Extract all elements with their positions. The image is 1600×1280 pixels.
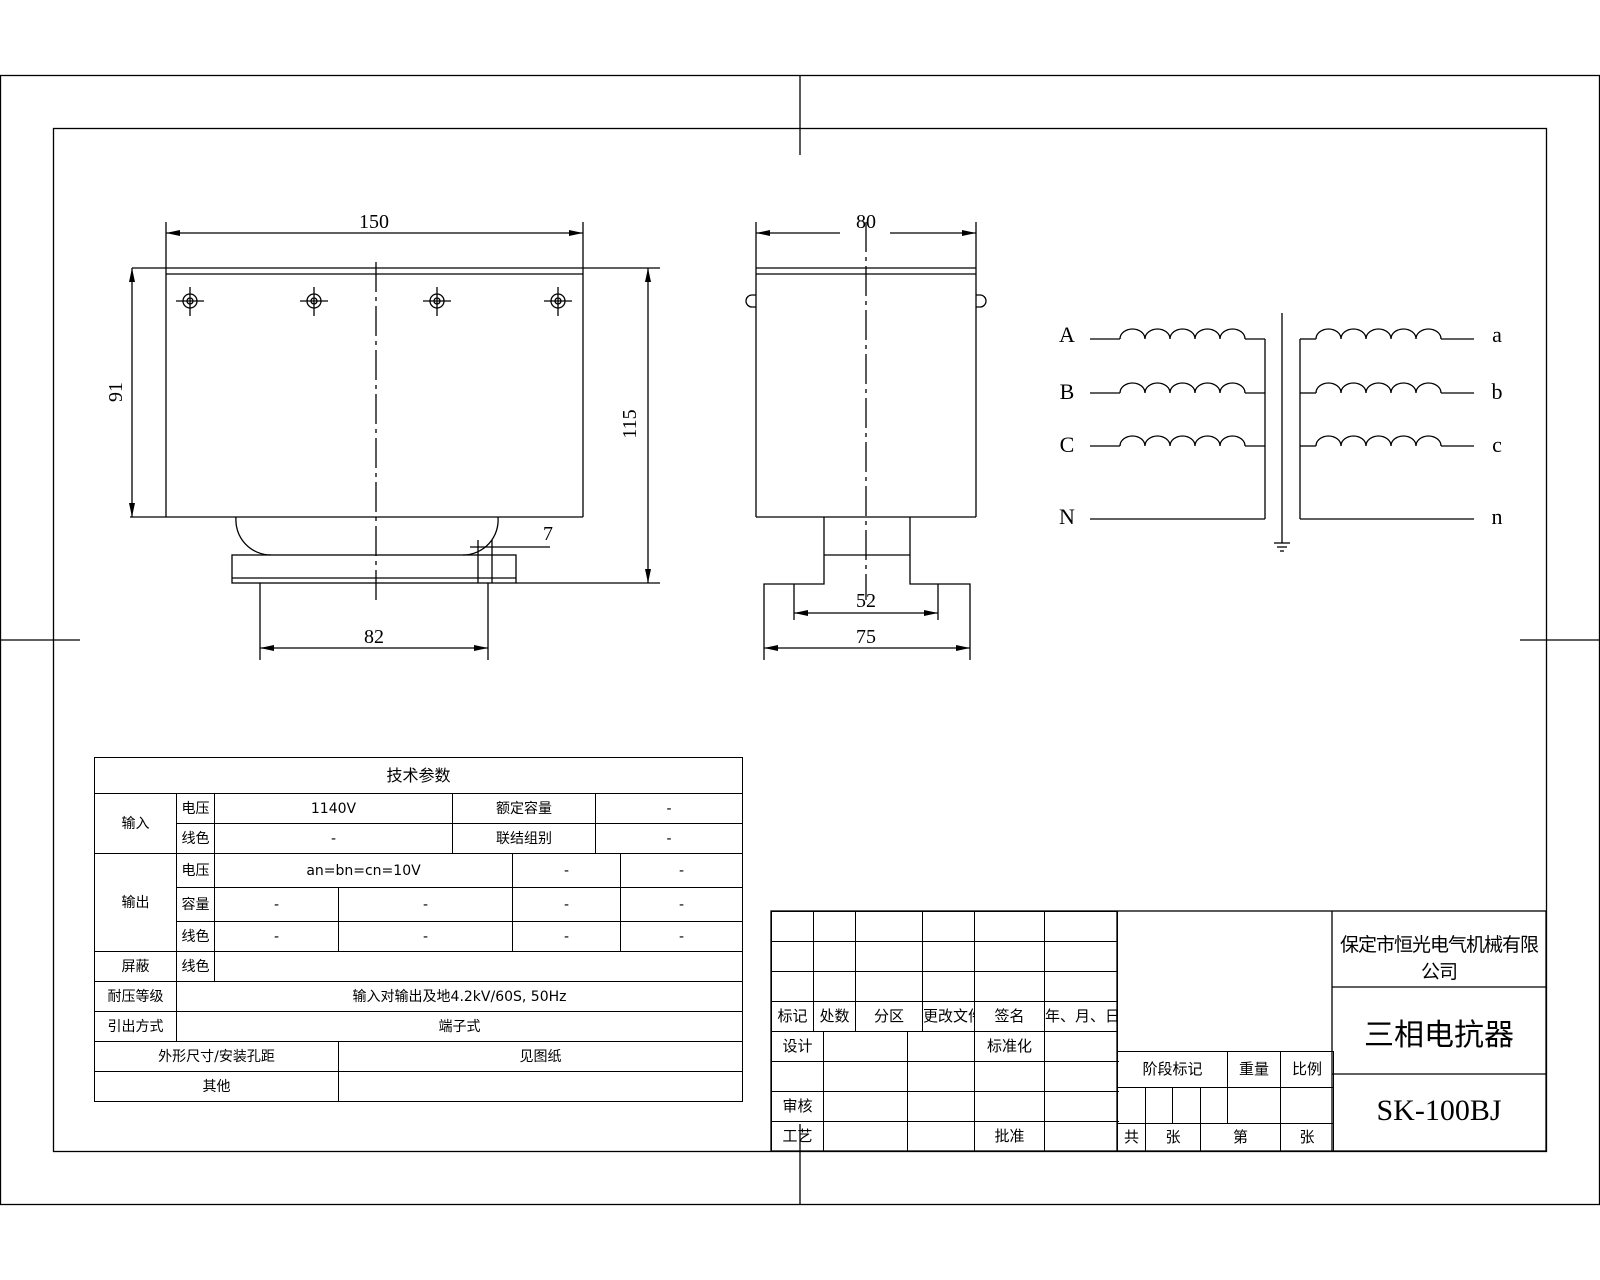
terminal-label-a: a	[1492, 322, 1502, 347]
rated-capacity: -	[594, 793, 744, 824]
model-number: SK-100BJ	[1376, 1094, 1502, 1127]
tech-params-table: 技术参数 输入 电压 1140V 额定容量 - 线色 - 联结组别 - 输出 电…	[93, 757, 744, 1102]
terminal-label-n: n	[1492, 504, 1503, 529]
rev-header-doc: 更改文件号	[922, 1001, 975, 1032]
stage-label: 阶段标记	[1116, 1051, 1229, 1088]
revision-signature-table: 标记 处数 分区 更改文件号 签名 年、月、日 设计 标准化 审核 工艺 批准	[771, 911, 1118, 1152]
rev-header-count: 处数	[813, 1001, 856, 1032]
cell-dash: -	[512, 921, 621, 952]
process-label: 工艺	[771, 1121, 824, 1152]
design-label: 设计	[771, 1031, 824, 1062]
side-view	[745, 222, 987, 660]
lead-label: 引出方式	[94, 1011, 177, 1042]
dim-width-80: 80	[856, 211, 876, 233]
cell-dash: -	[338, 887, 513, 922]
terminal-3	[423, 287, 451, 316]
dim-offset-7: 7	[543, 523, 553, 545]
cell-dash: -	[338, 921, 513, 952]
cell-dash: -	[214, 921, 339, 952]
scale-label: 比例	[1280, 1051, 1335, 1088]
terminal-label-N: N	[1059, 504, 1075, 529]
cell-dash: -	[619, 921, 744, 952]
product-name: 三相电抗器	[1364, 1018, 1514, 1053]
lead-value: 端子式	[175, 1011, 744, 1042]
sheets-total-label: 共	[1117, 1123, 1146, 1152]
terminal-label-B: B	[1060, 379, 1075, 404]
approve-label: 批准	[974, 1121, 1045, 1152]
dim-spacing-82: 82	[364, 626, 384, 648]
shield-label: 屏蔽	[94, 951, 177, 982]
dim-height-115: 115	[619, 409, 641, 438]
wire-color-label: 线色	[176, 823, 215, 854]
sheet-label-2: 张	[1280, 1123, 1335, 1152]
cell-dash: -	[512, 887, 621, 922]
size-label: 外形尺寸/安装孔距	[94, 1041, 339, 1072]
cell-dash: -	[214, 887, 339, 922]
input-voltage: 1140V	[214, 793, 453, 824]
tech-title: 技术参数	[93, 757, 744, 794]
dim-height-91: 91	[105, 382, 127, 402]
weight-label: 重量	[1227, 1051, 1282, 1088]
rev-header-zone: 分区	[855, 1001, 923, 1032]
connection-group-label: 联结组别	[452, 823, 596, 854]
terminal-2	[300, 287, 328, 316]
other-label: 其他	[94, 1071, 339, 1102]
terminal-label-b: b	[1492, 379, 1503, 404]
withstand-value: 输入对输出及地4.2kV/60S, 50Hz	[175, 981, 744, 1012]
voltage-label: 电压	[176, 793, 215, 824]
rev-header-sign: 签名	[974, 1001, 1045, 1032]
capacity-label: 容量	[176, 887, 215, 922]
company-name: 保定市恒光电气机械有限公司	[1339, 934, 1539, 983]
dim-foot-52: 52	[856, 590, 876, 612]
review-label: 审核	[771, 1091, 824, 1122]
terminal-label-c: c	[1492, 432, 1502, 457]
dim-foot-75: 75	[856, 626, 876, 648]
voltage-label: 电压	[176, 853, 215, 888]
cell-dash: -	[512, 853, 621, 888]
stage-weight-scale-table: 阶段标记 重量 比例 共 张 第 张	[1116, 1051, 1335, 1152]
wire-color-label: 线色	[176, 921, 215, 952]
size-value: 见图纸	[337, 1041, 744, 1072]
output-voltage: an=bn=cn=10V	[214, 853, 513, 888]
front-view	[130, 222, 660, 660]
schematic	[1090, 313, 1474, 552]
terminal-1	[176, 287, 204, 316]
rev-header-date: 年、月、日	[1044, 1001, 1118, 1032]
sheet-no-label: 第	[1199, 1123, 1282, 1152]
terminal-label-C: C	[1060, 432, 1075, 457]
cell-dash: -	[619, 887, 744, 922]
output-label: 输出	[94, 853, 177, 952]
standard-label: 标准化	[974, 1031, 1045, 1062]
rated-capacity-label: 额定容量	[452, 793, 596, 824]
terminal-4	[544, 287, 572, 316]
terminal-label-A: A	[1059, 322, 1075, 347]
input-label: 输入	[94, 793, 177, 854]
cell-dash: -	[619, 853, 744, 888]
dim-width-150: 150	[359, 211, 389, 233]
rev-header-mark: 标记	[771, 1001, 814, 1032]
connection-group: -	[594, 823, 744, 854]
withstand-label: 耐压等级	[94, 981, 177, 1012]
wire-color-label: 线色	[176, 951, 215, 982]
sheet-label: 张	[1145, 1123, 1201, 1152]
input-wire-color: -	[214, 823, 453, 854]
